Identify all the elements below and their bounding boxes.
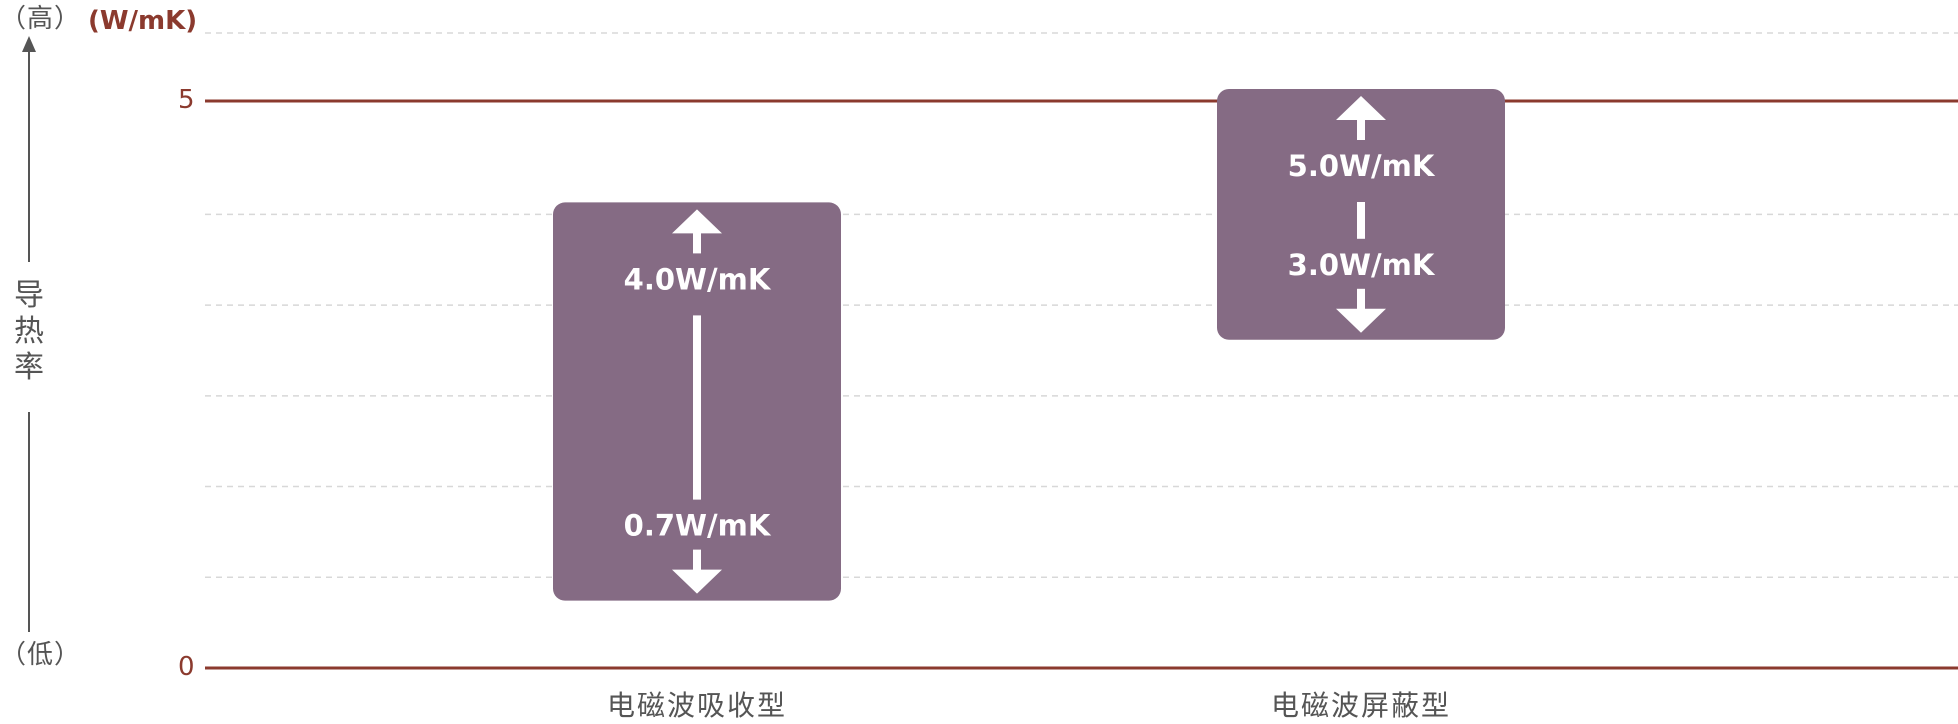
- arrow-up-icon: [1336, 96, 1386, 120]
- y-axis-title: 导 热 率: [14, 278, 44, 385]
- category-label: 电磁波屏蔽型: [1270, 689, 1451, 722]
- y-low-label: （低）: [0, 640, 82, 670]
- y-unit-label: (W/mK): [88, 6, 198, 36]
- arrow-down-icon: [1336, 308, 1386, 333]
- range-low-label: 3.0W/mK: [1288, 248, 1436, 282]
- arrow-up-stem: [693, 231, 701, 254]
- y-tick-label: 5: [178, 85, 195, 115]
- arrow-up-icon: [672, 209, 722, 234]
- y-tick-label: 0: [178, 652, 195, 682]
- arrow-down-icon: [672, 569, 722, 594]
- y-high-label: （高）: [0, 4, 82, 34]
- grid-layer: [205, 32, 1958, 670]
- range-high-label: 4.0W/mK: [624, 262, 772, 296]
- arrow-up-stem: [1357, 118, 1365, 140]
- bars-layer: 4.0W/mK 0.7W/mK 5.0W/mK 3.0W/mK: [553, 89, 1505, 601]
- range-low-label: 0.7W/mK: [624, 509, 772, 543]
- range-connector-line: [693, 315, 701, 500]
- range-high-label: 5.0W/mK: [1288, 149, 1436, 183]
- arrow-down-stem: [693, 549, 701, 572]
- category-label: 电磁波吸收型: [606, 689, 787, 722]
- side-axis-arrow-icon: [22, 36, 36, 52]
- range-connector-line: [1357, 202, 1365, 239]
- arrow-down-stem: [1357, 288, 1365, 311]
